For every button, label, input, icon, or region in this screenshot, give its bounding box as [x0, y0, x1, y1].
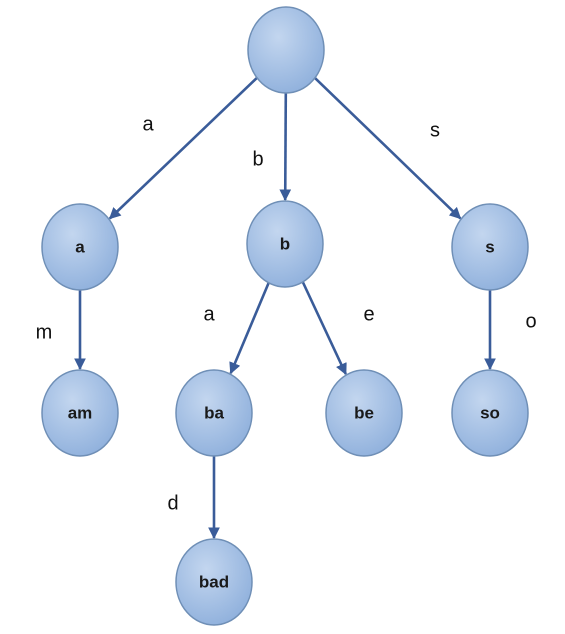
edges-layer [74, 76, 496, 540]
node-circle-s [451, 203, 529, 291]
node-circle-a [41, 203, 119, 291]
node-label-am: am [68, 403, 93, 422]
node-circle-be [325, 369, 403, 457]
trie-node-a: a [41, 203, 119, 291]
node-label-bad: bad [199, 572, 229, 591]
trie-node-be: be [325, 369, 403, 457]
node-circle-so [451, 369, 529, 457]
edge-labels-layer: a b s m a e o d [36, 113, 537, 514]
edge-label-ba-bad: d [167, 492, 178, 514]
node-label-be: be [354, 403, 374, 422]
node-label-s: s [485, 237, 494, 256]
edge-root-s [313, 76, 462, 220]
edge-label-s-so: o [525, 310, 536, 332]
trie-node-am: am [41, 369, 119, 457]
trie-node-so: so [451, 369, 529, 457]
edge-label-a-am: m [36, 321, 53, 343]
edge-label-b-be: e [363, 303, 374, 325]
trie-node-bad: bad [175, 538, 253, 626]
node-label-b: b [280, 234, 290, 253]
node-circle-bad [175, 538, 253, 626]
edge-b-ba [229, 282, 270, 375]
node-label-ba: ba [204, 403, 224, 422]
edge-label-root-s: s [430, 119, 440, 141]
node-circle-root [247, 6, 325, 94]
node-label-so: so [480, 403, 500, 422]
node-circle-b [246, 200, 324, 288]
edge-label-b-ba: a [203, 303, 215, 325]
edge-root-a [108, 76, 258, 220]
edge-root-b [279, 92, 292, 202]
edge-label-root-b: b [252, 148, 263, 170]
trie-node-root [247, 6, 325, 94]
node-circle-ba [175, 369, 253, 457]
trie-node-b: b [246, 200, 324, 288]
edge-b-be [301, 281, 347, 376]
node-circle-am [41, 369, 119, 457]
trie-node-s: s [451, 203, 529, 291]
edge-label-root-a: a [142, 113, 154, 135]
node-label-a: a [75, 237, 85, 256]
trie-node-ba: ba [175, 369, 253, 457]
